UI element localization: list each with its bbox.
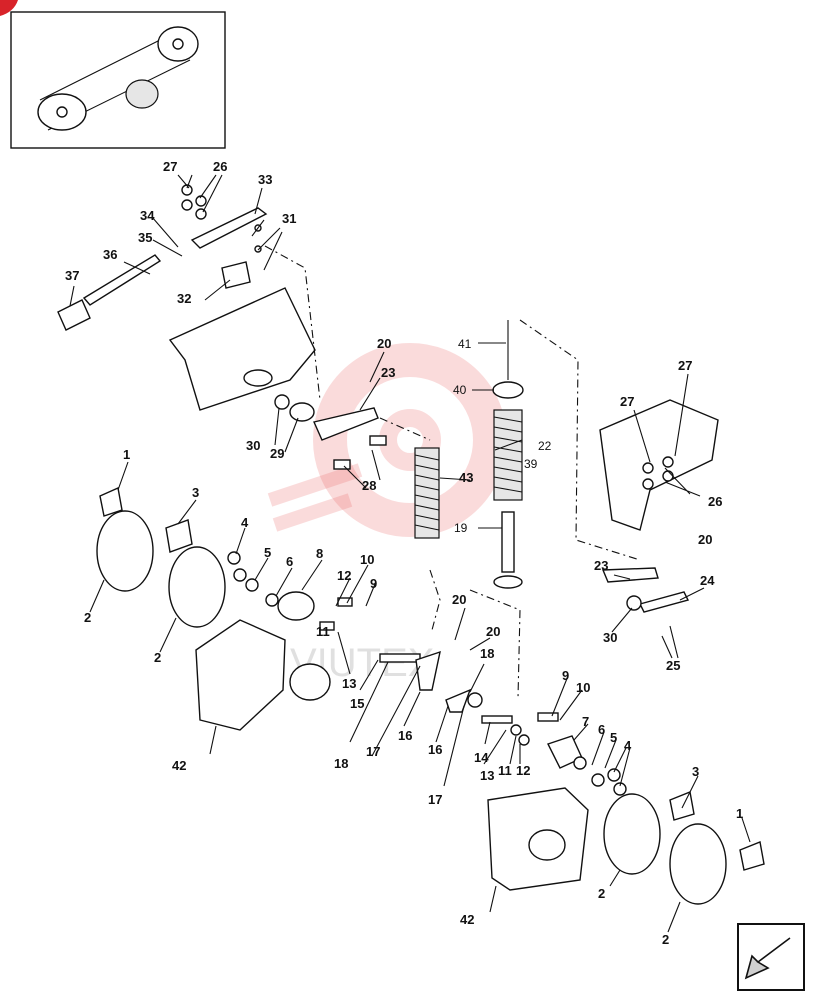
callout-13: 13 <box>342 676 356 691</box>
callout-10: 10 <box>360 552 374 567</box>
callout-12: 12 <box>337 568 351 583</box>
callout-25: 25 <box>666 658 680 673</box>
callout-20: 20 <box>698 532 712 547</box>
callout-27: 27 <box>620 394 634 409</box>
callout-3: 3 <box>192 485 199 500</box>
callout-11: 11 <box>316 624 330 639</box>
callout-37: 37 <box>65 268 79 283</box>
callout-35: 35 <box>138 230 152 245</box>
callout-5: 5 <box>264 545 271 560</box>
callout-36: 36 <box>103 247 117 262</box>
callout-5: 5 <box>610 730 617 745</box>
callout-19: 19 <box>454 521 468 535</box>
callout-20: 20 <box>452 592 466 607</box>
middle-linkage <box>274 394 387 470</box>
callout-4: 4 <box>241 515 249 530</box>
watermark-logo: VIUTEX <box>267 343 507 685</box>
corner-mark <box>0 0 18 16</box>
leader-lines <box>69 174 751 933</box>
callout-33: 33 <box>258 172 272 187</box>
callout-2: 2 <box>598 886 605 901</box>
callout-2: 2 <box>84 610 91 625</box>
inset-locator <box>10 11 226 149</box>
callout-30: 30 <box>603 630 617 645</box>
callout-20: 20 <box>377 336 391 351</box>
callout-14: 14 <box>474 750 489 765</box>
callout-23: 23 <box>594 558 608 573</box>
callout-16: 16 <box>398 728 412 743</box>
callout-32: 32 <box>177 291 191 306</box>
callout-18: 18 <box>334 756 348 771</box>
callout-27: 27 <box>678 358 692 373</box>
right-drive-assembly <box>487 735 765 905</box>
callout-27: 27 <box>163 159 177 174</box>
callout-9: 9 <box>562 668 569 683</box>
callout-3: 3 <box>692 764 699 779</box>
callout-28: 28 <box>362 478 376 493</box>
left-drive-assembly <box>96 486 331 731</box>
callout-17: 17 <box>428 792 442 807</box>
callout-8: 8 <box>316 546 323 561</box>
callout-20: 20 <box>486 624 500 639</box>
back-arrow-icon[interactable] <box>737 923 805 991</box>
callout-24: 24 <box>700 573 715 588</box>
lower-levers <box>319 597 559 746</box>
callout-43: 43 <box>459 470 473 485</box>
callout-6: 6 <box>286 554 293 569</box>
callout-2: 2 <box>662 932 669 947</box>
callout-2: 2 <box>154 650 161 665</box>
callout-17: 17 <box>366 744 380 759</box>
callout-10: 10 <box>576 680 590 695</box>
callout-41: 41 <box>458 337 472 351</box>
callout-15: 15 <box>350 696 364 711</box>
upper-bracket-assembly <box>57 184 316 411</box>
callout-12: 12 <box>516 763 530 778</box>
callout-30: 30 <box>246 438 260 453</box>
callout-13: 13 <box>480 768 494 783</box>
spring-right-22 <box>492 320 524 589</box>
callout-23: 23 <box>381 365 395 380</box>
callout-42: 42 <box>460 912 474 927</box>
callout-1: 1 <box>736 806 743 821</box>
callout-11: 11 <box>498 763 512 778</box>
callout-31: 31 <box>282 211 296 226</box>
callout-34: 34 <box>140 208 155 223</box>
callout-42: 42 <box>172 758 186 773</box>
callout-16: 16 <box>428 742 442 757</box>
callout-7: 7 <box>582 714 589 729</box>
callout-1: 1 <box>123 447 130 462</box>
spring-left-43 <box>414 447 440 539</box>
callout-labels: 27 26 33 34 35 36 31 37 32 41 20 23 40 2… <box>65 159 743 947</box>
callout-26: 26 <box>213 159 227 174</box>
callout-29: 29 <box>270 446 284 461</box>
callout-39: 39 <box>524 457 538 471</box>
callout-4: 4 <box>624 738 632 753</box>
callout-9: 9 <box>370 576 377 591</box>
routing-dash-lines <box>264 245 641 699</box>
callout-22: 22 <box>538 439 552 453</box>
callout-26: 26 <box>708 494 722 509</box>
callout-18: 18 <box>480 646 494 661</box>
callout-6: 6 <box>598 722 605 737</box>
callout-40: 40 <box>453 383 467 397</box>
right-bracket <box>599 399 719 613</box>
